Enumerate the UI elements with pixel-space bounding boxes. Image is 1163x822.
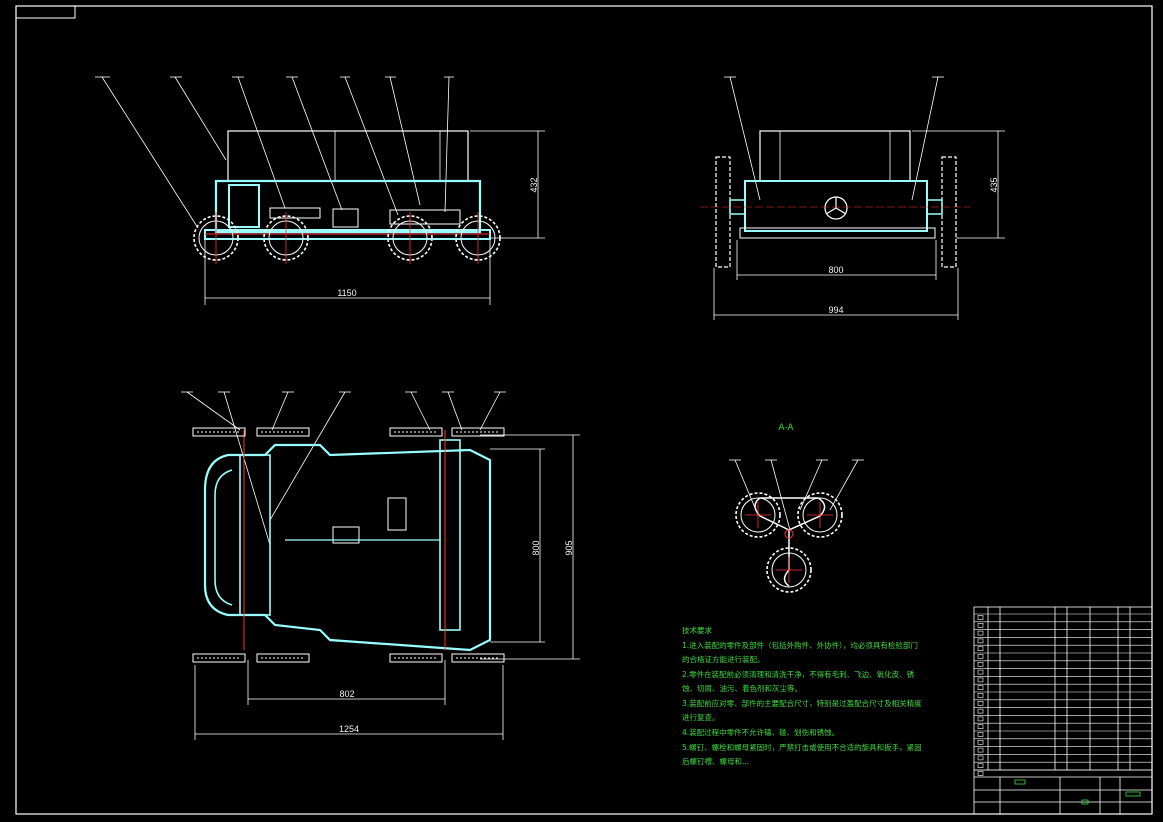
side-height-dim: 432 (529, 177, 539, 192)
top-view: 800 905 802 1254 (181, 391, 580, 740)
bom-table (973, 606, 1153, 815)
front-view: 435 800 994 (700, 76, 1005, 320)
bom-cell-mark (977, 755, 984, 761)
bom-cell-mark (977, 661, 984, 667)
tech-req-line: 4.装配过程中零件不允许磕、碰、划伤和锈蚀。 (682, 727, 839, 737)
bom-cell-mark (977, 630, 984, 636)
bom-rows (974, 613, 1152, 776)
front-outer-width-dim: 994 (828, 305, 843, 315)
side-length-dim: 1150 (337, 288, 356, 298)
bom-cell-mark (977, 685, 984, 691)
bom-cell-mark (977, 654, 984, 659)
bom-cell-mark (977, 739, 984, 745)
top-width-outer-dim: 905 (564, 540, 574, 555)
drawing-border-outer (15, 5, 1153, 815)
bom-cell-mark (977, 716, 984, 722)
side-view: 432 1150 (95, 76, 545, 305)
tech-req-title: 技术要求 (682, 625, 712, 635)
front-height-dim: 435 (989, 177, 999, 192)
tech-req-line: 1.进入装配的零件及部件（包括外购件、外协件），均必须具有检验部门 (682, 640, 918, 650)
tech-req-line: 3.装配前应对零、部件的主要配合尺寸，特别是过盈配合尺寸及相关精度 (682, 698, 922, 708)
bom-cell-mark (977, 732, 984, 737)
bom-cell-mark (977, 747, 984, 753)
section-label: A-A (778, 423, 794, 433)
title-block (974, 769, 1152, 814)
top-width-inner-dim: 800 (531, 540, 541, 555)
bom-cell-mark (977, 763, 984, 769)
tech-req-line: 进行复查。 (682, 712, 720, 722)
bom-cell-mark (977, 700, 984, 706)
drawing-corner-tab (16, 6, 76, 19)
bom-cell-mark (977, 708, 984, 714)
front-inner-width-dim: 800 (828, 265, 843, 275)
top-length-outer-dim: 1254 (339, 724, 359, 734)
tech-req-line: 2.零件在装配前必须清理和清洗干净，不得有毛刺、飞边、氧化皮、锈 (682, 669, 915, 679)
bom-cell-mark (977, 771, 984, 776)
top-length-inner-dim: 802 (339, 689, 354, 699)
tech-requirements: 技术要求 1.进入装配的零件及部件（包括外购件、外协件），均必须具有检验部门 的… (682, 625, 922, 766)
bom-cell-mark (977, 622, 984, 628)
tech-req-line: 5.螺钉、螺栓和螺母紧固时，严禁打击或使用不合适的旋具和扳手，紧固 (682, 742, 922, 752)
tech-req-line: 蚀、切屑、油污、着色剂和灰尘等。 (682, 683, 802, 693)
bom-cell-mark (977, 646, 984, 652)
bom-cell-mark (977, 677, 984, 683)
tech-req-line: 的合格证方能进行装配。 (682, 654, 765, 664)
bom-cell-mark (977, 693, 984, 698)
section-a-a: A-A (729, 423, 864, 593)
bom-cell-mark (977, 724, 984, 730)
bom-cell-mark (977, 615, 984, 620)
bom-cell-mark (977, 669, 984, 675)
bom-cell-mark (977, 638, 984, 644)
tech-req-line: 后螺钉槽、螺母和... (682, 756, 749, 766)
